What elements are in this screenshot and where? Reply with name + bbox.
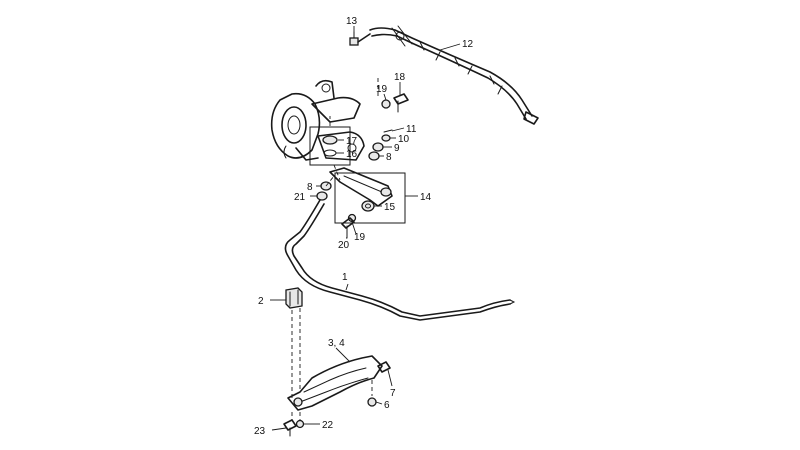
callout-16: 16	[346, 149, 358, 160]
part-11-bolt	[383, 129, 393, 133]
part-18-bolt	[393, 93, 409, 113]
part-8-nut-upper	[368, 151, 380, 161]
callout-12: 12	[462, 39, 474, 50]
part-19-nut-upper	[377, 78, 391, 109]
part-6-nut	[367, 380, 377, 407]
callout-18: 18	[394, 72, 406, 83]
part-12-rod	[369, 25, 539, 125]
part-13-bolt	[349, 31, 371, 46]
part-1-stabilizer-bar	[284, 199, 516, 321]
detail-box-16-17	[309, 126, 351, 166]
callout-17: 17	[346, 136, 358, 147]
callout-21: 21	[294, 192, 306, 203]
callout-19-upper: 19	[376, 84, 388, 95]
callout-14: 14	[420, 192, 432, 203]
part-19-nut-lower	[347, 213, 357, 223]
part-16-washer	[323, 149, 337, 157]
callout-13: 13	[346, 16, 358, 27]
part-17-bushing	[322, 135, 338, 145]
callout-7: 7	[390, 388, 396, 399]
callout-9: 9	[394, 143, 400, 154]
callout-15: 15	[384, 202, 396, 213]
steering-knuckle	[270, 79, 365, 161]
detail-box-14	[334, 172, 406, 224]
callout-8-upper: 8	[386, 152, 392, 163]
callout-23: 23	[254, 426, 266, 437]
part-7-bolt	[377, 361, 391, 373]
part-20-bolt	[341, 217, 355, 239]
part-9-bushing	[372, 142, 384, 152]
part-3-4-bracket	[287, 355, 383, 411]
part-14-link	[329, 167, 393, 207]
part-15-bushing	[361, 200, 375, 212]
callout-6: 6	[384, 400, 390, 411]
part-10-washer	[381, 134, 391, 142]
callout-10: 10	[398, 134, 410, 145]
part-22-washer	[295, 412, 305, 429]
callout-1: 1	[342, 272, 348, 283]
callout-8-lower: 8	[307, 182, 313, 193]
callout-11: 11	[406, 124, 417, 135]
callout-22: 22	[322, 420, 334, 431]
callout-19-lower: 19	[354, 232, 366, 243]
part-2-bushing	[285, 287, 303, 309]
part-23-bolt	[283, 412, 297, 437]
callout-20: 20	[338, 240, 350, 251]
callout-2: 2	[258, 296, 264, 307]
callout-3-4: 3, 4	[328, 338, 345, 349]
